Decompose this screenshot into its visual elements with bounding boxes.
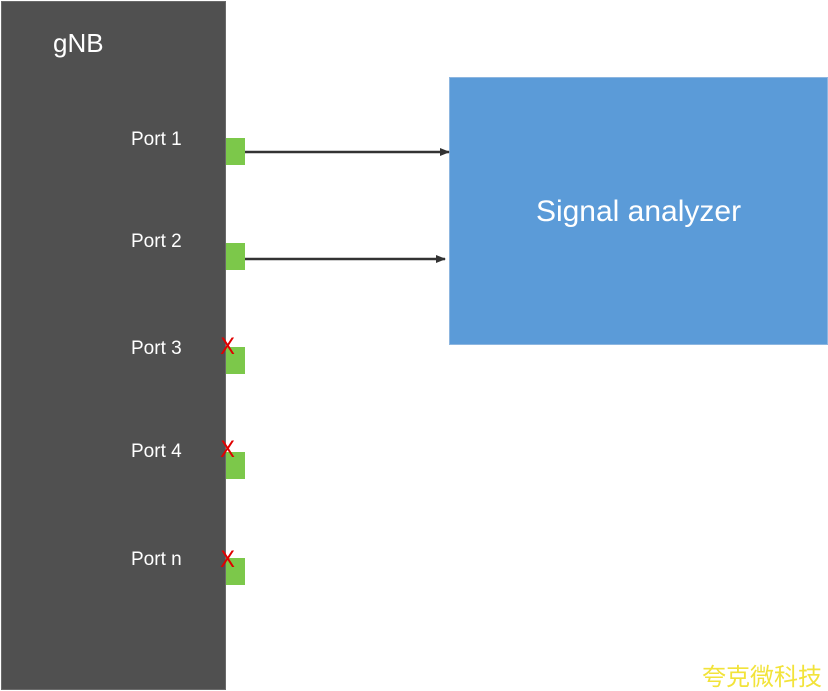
port-4-connector: [226, 452, 245, 479]
port-1-label: Port 1: [131, 129, 182, 150]
port-4-disconnected-cross-icon: X: [220, 438, 236, 463]
port-3-label: Port 3: [131, 338, 182, 359]
port-n-disconnected-cross-icon: X: [220, 548, 236, 573]
port-1-connector: [226, 138, 245, 165]
port-3-connector: [226, 347, 245, 374]
gnb-block: [1, 1, 226, 690]
port-2-connector: [226, 243, 245, 270]
gnb-title: gNB: [53, 28, 104, 58]
port-3-disconnected-cross-icon: X: [220, 335, 236, 360]
port-2-label: Port 2: [131, 231, 182, 252]
port-n-connector: [226, 558, 245, 585]
watermark-logo: 夸克微科技: [702, 663, 822, 691]
port-4-label: Port 4: [131, 441, 182, 462]
signal-analyzer-box: Signal analyzer: [449, 77, 828, 345]
signal-analyzer-label: Signal analyzer: [535, 195, 742, 228]
port-n-label: Port n: [131, 549, 182, 570]
